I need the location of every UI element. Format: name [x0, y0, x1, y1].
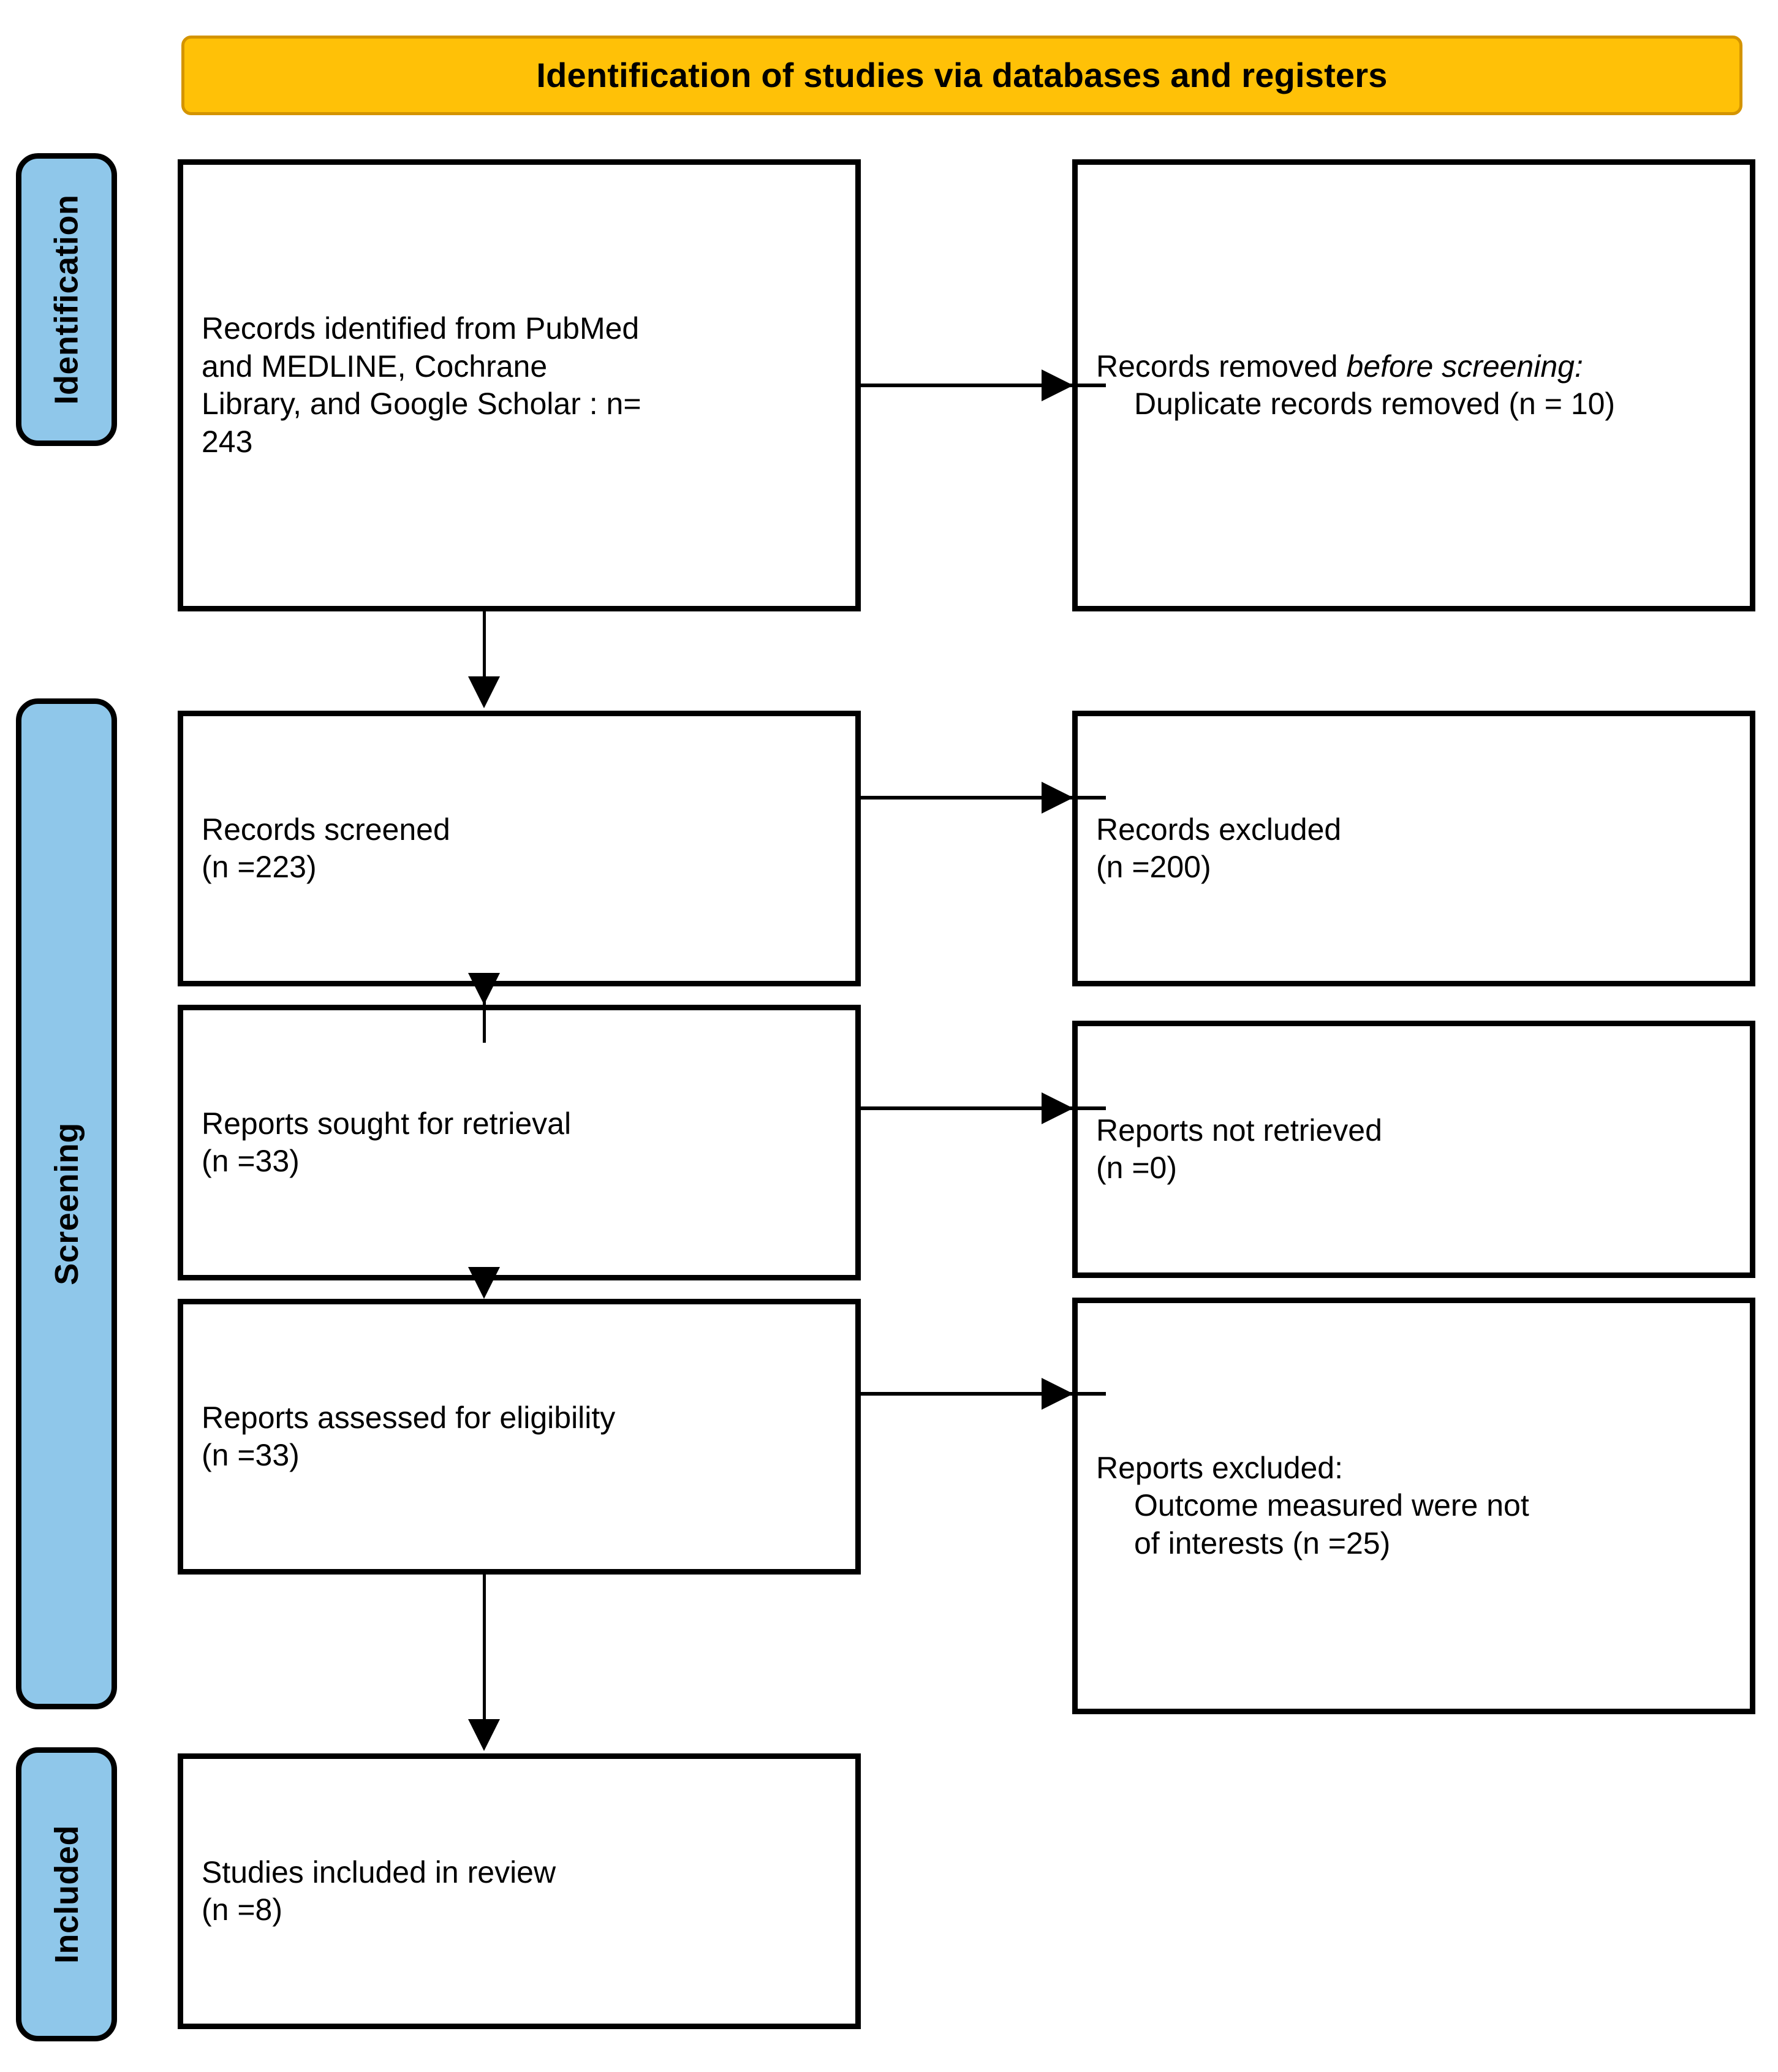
banner-title: Identification of studies via databases … — [536, 56, 1388, 95]
arrow-identified-to-removed-line — [861, 384, 1106, 387]
arrow-screened-to-sought-head — [468, 973, 500, 1005]
arrow-sought-to-notretrieved-head — [1042, 1092, 1073, 1124]
arrow-screened-to-excluded-line — [861, 796, 1106, 800]
arrow-identified-to-removed-head — [1042, 369, 1073, 401]
box-records-excluded: Records excluded(n =200) — [1072, 711, 1755, 986]
phase-tab-included-label: Included — [48, 1824, 85, 1964]
box-records-excluded-text: Records excluded(n =200) — [1096, 812, 1342, 885]
box-reports-sought-for-retrieval: Reports sought for retrieval(n =33) — [178, 1005, 861, 1280]
phase-tab-identification: Identification — [16, 153, 117, 446]
box-studies-included-in-review: Studies included in review(n =8) — [178, 1753, 861, 2029]
box-studies-included-text: Studies included in review(n =8) — [202, 1855, 556, 1927]
phase-tab-identification-label: Identification — [48, 194, 85, 405]
arrow-assessed-to-included-line — [483, 1575, 486, 1722]
arrow-screened-to-sought-line — [483, 986, 486, 1043]
box-reports-not-retrieved: Reports not retrieved(n =0) — [1072, 1021, 1755, 1278]
arrow-assessed-to-reportsexcluded-head — [1042, 1378, 1073, 1410]
arrow-sought-to-assessed-head — [468, 1267, 500, 1299]
phase-tab-included: Included — [16, 1747, 117, 2041]
box-records-removed-text: Records removed before screening:Duplica… — [1078, 348, 1750, 423]
box-reports-not-retrieved-text: Reports not retrieved(n =0) — [1096, 1113, 1382, 1185]
box-reports-sought-text: Reports sought for retrieval(n =33) — [202, 1106, 572, 1179]
box-reports-excluded-text: Reports excluded:Outcome measured were n… — [1078, 1450, 1750, 1563]
arrow-screened-to-excluded-head — [1042, 782, 1073, 814]
arrow-identified-to-screened-line — [483, 611, 486, 679]
arrow-identified-to-screened-head — [468, 676, 500, 708]
arrow-assessed-to-included-head — [468, 1719, 500, 1751]
box-reports-excluded: Reports excluded:Outcome measured were n… — [1072, 1298, 1755, 1714]
box-reports-excluded-subitem-2: of interests (n =25) — [1134, 1526, 1391, 1560]
arrow-assessed-to-reportsexcluded-line — [861, 1392, 1106, 1396]
box-records-removed-before-screening: Records removed before screening:Duplica… — [1072, 159, 1755, 611]
box-records-screened: Records screened(n =223) — [178, 711, 861, 986]
banner-identification-header: Identification of studies via databases … — [181, 36, 1742, 115]
box-records-screened-text: Records screened(n =223) — [202, 812, 450, 885]
box-records-removed-subitem: Duplicate records removed (n = 10) — [1134, 387, 1616, 421]
phase-tab-screening: Screening — [16, 698, 117, 1709]
box-reports-excluded-subitem-1: Outcome measured were not — [1134, 1488, 1529, 1523]
box-reports-assessed-text: Reports assessed for eligibility(n =33) — [202, 1400, 616, 1473]
box-reports-assessed-for-eligibility: Reports assessed for eligibility(n =33) — [178, 1299, 861, 1575]
arrow-sought-to-notretrieved-line — [861, 1106, 1106, 1110]
phase-tab-screening-label: Screening — [48, 1122, 85, 1285]
